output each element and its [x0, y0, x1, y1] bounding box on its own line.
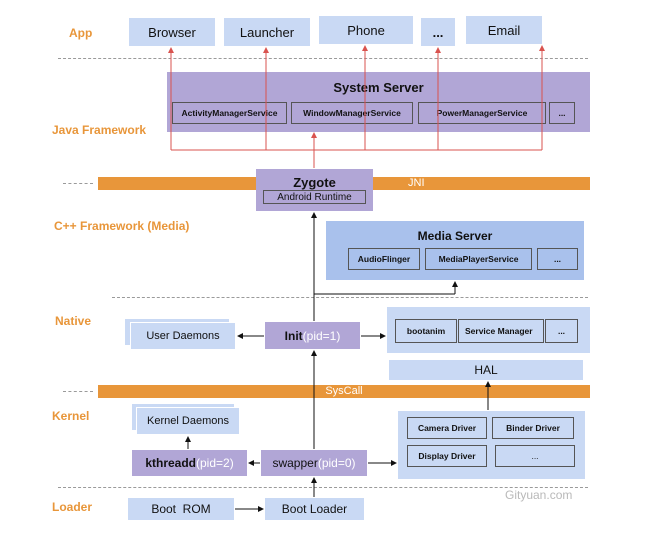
service-manager[interactable]: Service Manager	[458, 319, 544, 343]
drivers[interactable]: Camera Driver Binder Driver Display Driv…	[398, 411, 585, 479]
window-manager-service[interactable]: WindowManagerService	[291, 102, 413, 124]
user-daemons[interactable]: User Daemons	[130, 322, 236, 350]
jni-label: JNI	[408, 177, 425, 189]
media-server-title: Media Server	[417, 229, 493, 243]
boot-rom[interactable]: Boot ROM	[128, 498, 234, 520]
layer-label-kernel: Kernel	[52, 409, 90, 423]
media-server-more[interactable]: ...	[537, 248, 578, 270]
activity-manager-service[interactable]: ActivityManagerService	[172, 102, 287, 124]
syscall-band: SysCall	[98, 385, 590, 398]
init-process[interactable]: Init(pid=1)	[265, 322, 360, 349]
kthreadd-pid: (pid=2)	[196, 456, 234, 470]
divider-native-kernel	[63, 391, 93, 392]
hal[interactable]: HAL	[389, 360, 583, 380]
swapper-pid: (pid=0)	[317, 456, 356, 470]
divider-cpp-native	[112, 297, 588, 298]
kthreadd-label: kthreadd	[145, 456, 196, 470]
kernel-daemons[interactable]: Kernel Daemons	[136, 407, 240, 435]
native-services[interactable]: bootanim Service Manager ...	[387, 307, 590, 353]
system-server-title: System Server	[333, 80, 424, 95]
divider-kernel-loader	[58, 487, 588, 488]
layer-label-loader: Loader	[52, 500, 93, 514]
app-browser[interactable]: Browser	[129, 18, 215, 46]
divider-java-cpp	[63, 183, 93, 184]
system-server[interactable]: System Server ActivityManagerService Win…	[167, 72, 590, 132]
android-runtime[interactable]: Android Runtime	[263, 190, 366, 204]
media-server[interactable]: Media Server AudioFlinger MediaPlayerSer…	[326, 221, 584, 280]
zygote-title: Zygote	[293, 175, 336, 190]
audio-flinger[interactable]: AudioFlinger	[348, 248, 420, 270]
zygote[interactable]: Zygote Android Runtime	[256, 169, 373, 211]
layer-label-cpp-framework: C++ Framework (Media)	[54, 219, 190, 233]
system-server-more[interactable]: ...	[549, 102, 575, 124]
swapper-label: swapper	[272, 456, 318, 470]
media-player-service[interactable]: MediaPlayerService	[425, 248, 532, 270]
camera-driver[interactable]: Camera Driver	[407, 417, 487, 439]
display-driver[interactable]: Display Driver	[407, 445, 487, 467]
app-more[interactable]: ...	[421, 18, 455, 46]
drivers-more[interactable]: ...	[495, 445, 575, 467]
init-pid: (pid=1)	[302, 328, 341, 343]
layer-label-native: Native	[55, 314, 92, 328]
layer-label-java-framework: Java Framework	[52, 123, 147, 137]
binder-driver[interactable]: Binder Driver	[492, 417, 574, 439]
bootanim[interactable]: bootanim	[395, 319, 457, 343]
kthreadd-process[interactable]: kthreadd(pid=2)	[132, 450, 247, 476]
divider-app-java	[58, 58, 588, 59]
power-manager-service[interactable]: PowerManagerService	[418, 102, 546, 124]
native-services-more[interactable]: ...	[545, 319, 578, 343]
app-launcher[interactable]: Launcher	[224, 18, 310, 46]
init-label: Init	[284, 328, 303, 343]
boot-loader[interactable]: Boot Loader	[265, 498, 364, 520]
app-email[interactable]: Email	[466, 16, 542, 44]
watermark: Gityuan.com	[505, 488, 573, 502]
app-phone[interactable]: Phone	[319, 16, 413, 44]
layer-label-app: App	[69, 26, 93, 40]
swapper-process[interactable]: swapper(pid=0)	[261, 450, 367, 476]
